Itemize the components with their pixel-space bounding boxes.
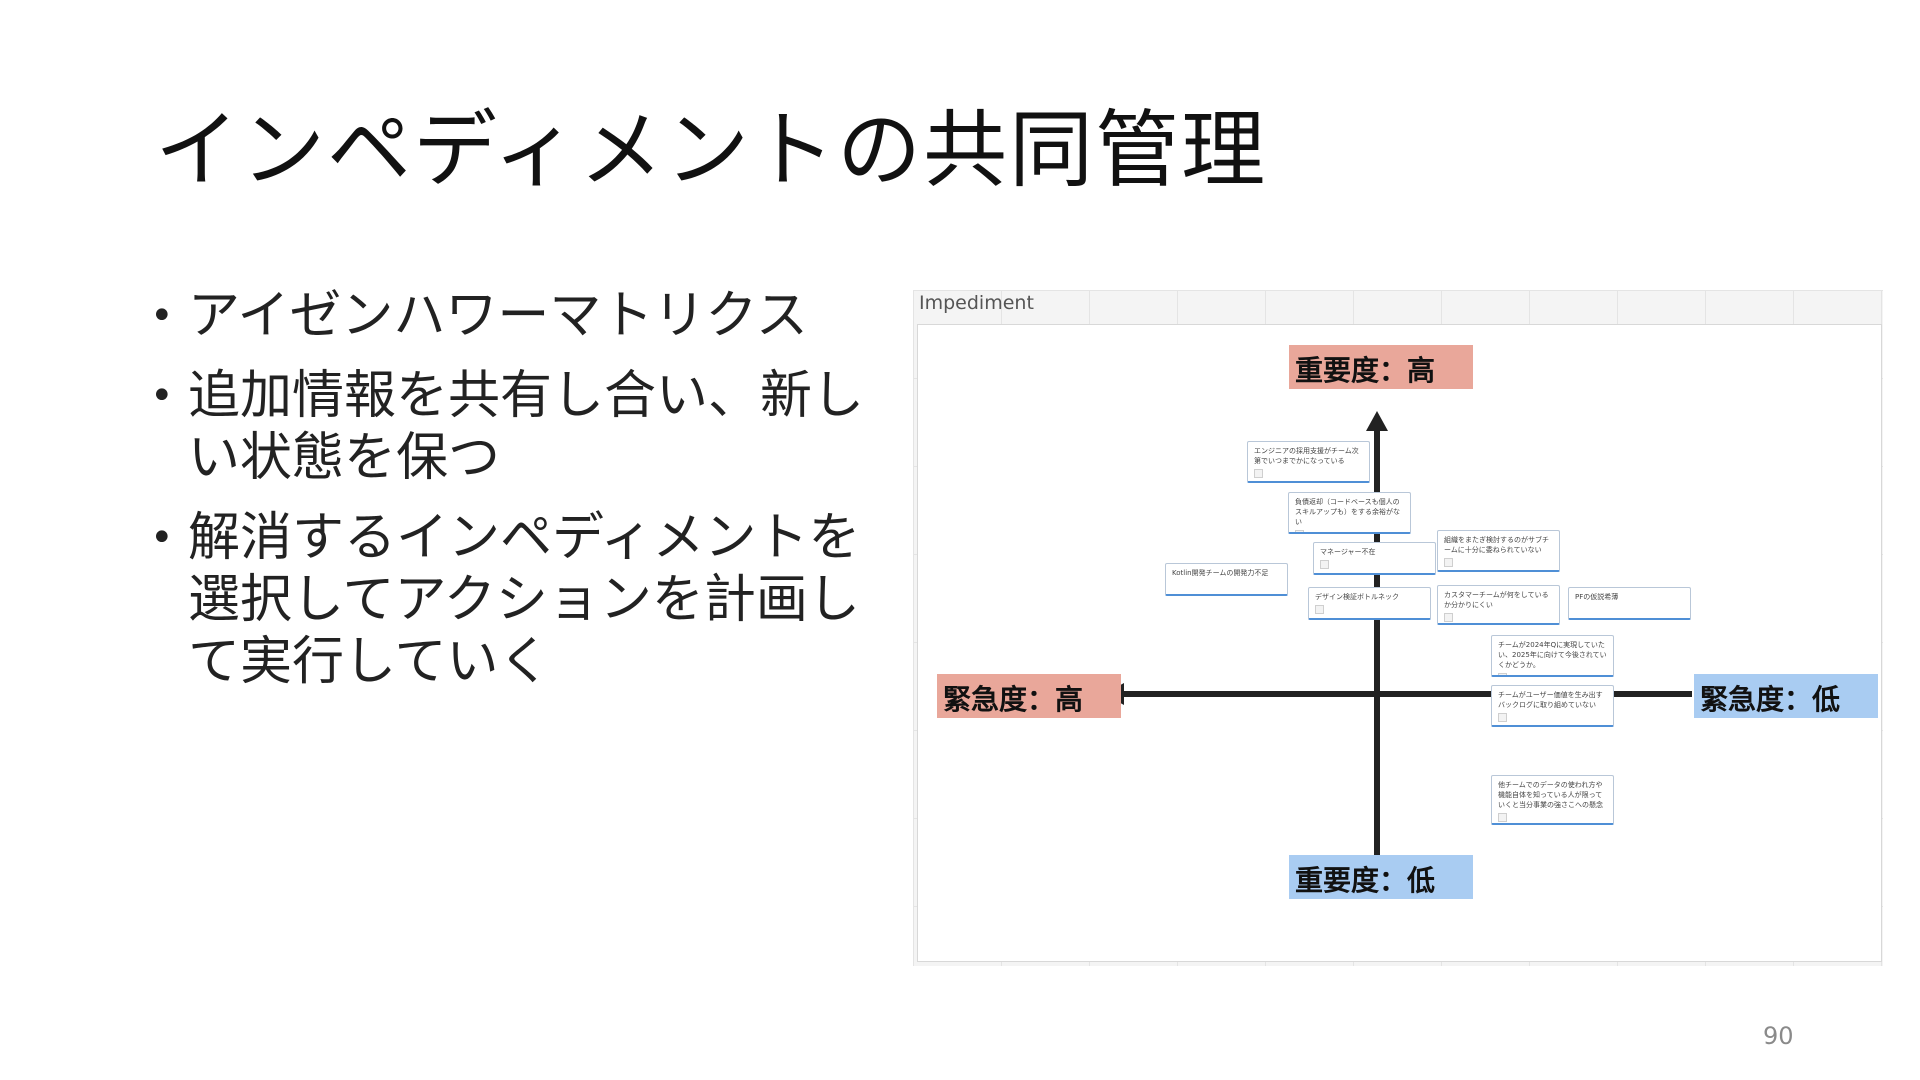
card-text: デザイン検証ボトルネック bbox=[1315, 593, 1399, 601]
bullet-list: • アイゼンハワーマトリクス • 追加情報を共有し合い、新しい状態を保つ • 解… bbox=[150, 285, 870, 711]
impediment-board-screenshot: Impediment 重要度：高 重要度：低 緊急度：高 緊急度：低 エンジニア… bbox=[913, 290, 1883, 966]
card-checkbox[interactable] bbox=[1498, 713, 1507, 722]
bullet-text: 解消するインペディメントを選択してアクションを計画して実行していく bbox=[188, 508, 861, 692]
card-text: Kotlin開発チームの開発力不足 bbox=[1172, 569, 1269, 577]
impediment-card[interactable]: チームが2024年Qに実現していたい、2025年に向けて今後されていくかどうか。 bbox=[1491, 635, 1614, 677]
bullet-marker: • bbox=[150, 515, 174, 561]
label-urgency-low: 緊急度：低 bbox=[1694, 674, 1878, 718]
board-frame: 重要度：高 重要度：低 緊急度：高 緊急度：低 エンジニアの採用支援がチーム次第… bbox=[917, 324, 1882, 962]
impediment-card[interactable]: 他チームでのデータの使われ方や機能自体を知っている人が限っていくと当分事業の強さ… bbox=[1491, 775, 1614, 825]
impediment-card[interactable]: 組織をまたぎ検討するのがサブチームに十分に委ねられていない bbox=[1437, 530, 1560, 572]
arrow-up-icon bbox=[1366, 411, 1388, 431]
bullet-item: • 追加情報を共有し合い、新しい状態を保つ bbox=[150, 365, 870, 489]
impediment-card[interactable]: Kotlin開発チームの開発力不足 bbox=[1165, 563, 1288, 596]
card-checkbox[interactable] bbox=[1315, 605, 1324, 614]
bullet-item: • アイゼンハワーマトリクス bbox=[150, 285, 870, 347]
bullet-item: • 解消するインペディメントを選択してアクションを計画して実行していく bbox=[150, 507, 870, 693]
card-checkbox[interactable] bbox=[1444, 613, 1453, 622]
card-text: マネージャー不在 bbox=[1320, 548, 1376, 556]
card-text: カスタマーチームが何をしているか分かりにくい bbox=[1444, 591, 1549, 609]
bullet-text: アイゼンハワーマトリクス bbox=[188, 286, 808, 346]
board-title: Impediment bbox=[919, 292, 1034, 314]
label-importance-low: 重要度：低 bbox=[1289, 855, 1473, 899]
card-text: エンジニアの採用支援がチーム次第でいつまでかになっている bbox=[1254, 447, 1359, 465]
label-urgency-high: 緊急度：高 bbox=[937, 674, 1121, 718]
bullet-marker: • bbox=[150, 293, 174, 339]
card-text: チームがユーザー価値を生み出すバックログに取り組めていない bbox=[1498, 691, 1603, 709]
impediment-card[interactable]: カスタマーチームが何をしているか分かりにくい bbox=[1437, 585, 1560, 625]
card-checkbox[interactable] bbox=[1498, 813, 1507, 822]
importance-axis bbox=[1374, 425, 1380, 875]
bullet-marker: • bbox=[150, 373, 174, 419]
card-checkbox[interactable] bbox=[1295, 530, 1304, 532]
bullet-text: 追加情報を共有し合い、新しい状態を保つ bbox=[188, 366, 865, 488]
impediment-card[interactable]: 負債返却（コードベースも個人のスキルアップも）をする余裕がない bbox=[1288, 492, 1411, 534]
urgency-axis bbox=[1122, 691, 1692, 697]
impediment-card[interactable]: エンジニアの採用支援がチーム次第でいつまでかになっている bbox=[1247, 441, 1370, 483]
card-text: チームが2024年Qに実現していたい、2025年に向けて今後されていくかどうか。 bbox=[1498, 641, 1607, 669]
card-text: 負債返却（コードベースも個人のスキルアップも）をする余裕がない bbox=[1295, 498, 1400, 526]
card-checkbox[interactable] bbox=[1254, 469, 1263, 478]
card-text: 他チームでのデータの使われ方や機能自体を知っている人が限っていくと当分事業の強さ… bbox=[1498, 781, 1603, 809]
label-importance-high: 重要度：高 bbox=[1289, 345, 1473, 389]
impediment-card[interactable]: PFの仮説希薄 bbox=[1568, 587, 1691, 620]
impediment-card[interactable]: デザイン検証ボトルネック bbox=[1308, 587, 1431, 620]
card-text: 組織をまたぎ検討するのがサブチームに十分に委ねられていない bbox=[1444, 536, 1549, 554]
impediment-card[interactable]: チームがユーザー価値を生み出すバックログに取り組めていない bbox=[1491, 685, 1614, 727]
page-number: 90 bbox=[1763, 1022, 1794, 1050]
card-checkbox[interactable] bbox=[1320, 560, 1329, 569]
card-checkbox[interactable] bbox=[1498, 673, 1507, 675]
card-checkbox[interactable] bbox=[1444, 558, 1453, 567]
slide-title: インペディメントの共同管理 bbox=[155, 101, 1268, 199]
card-text: PFの仮説希薄 bbox=[1575, 593, 1619, 601]
impediment-card[interactable]: マネージャー不在 bbox=[1313, 542, 1436, 575]
